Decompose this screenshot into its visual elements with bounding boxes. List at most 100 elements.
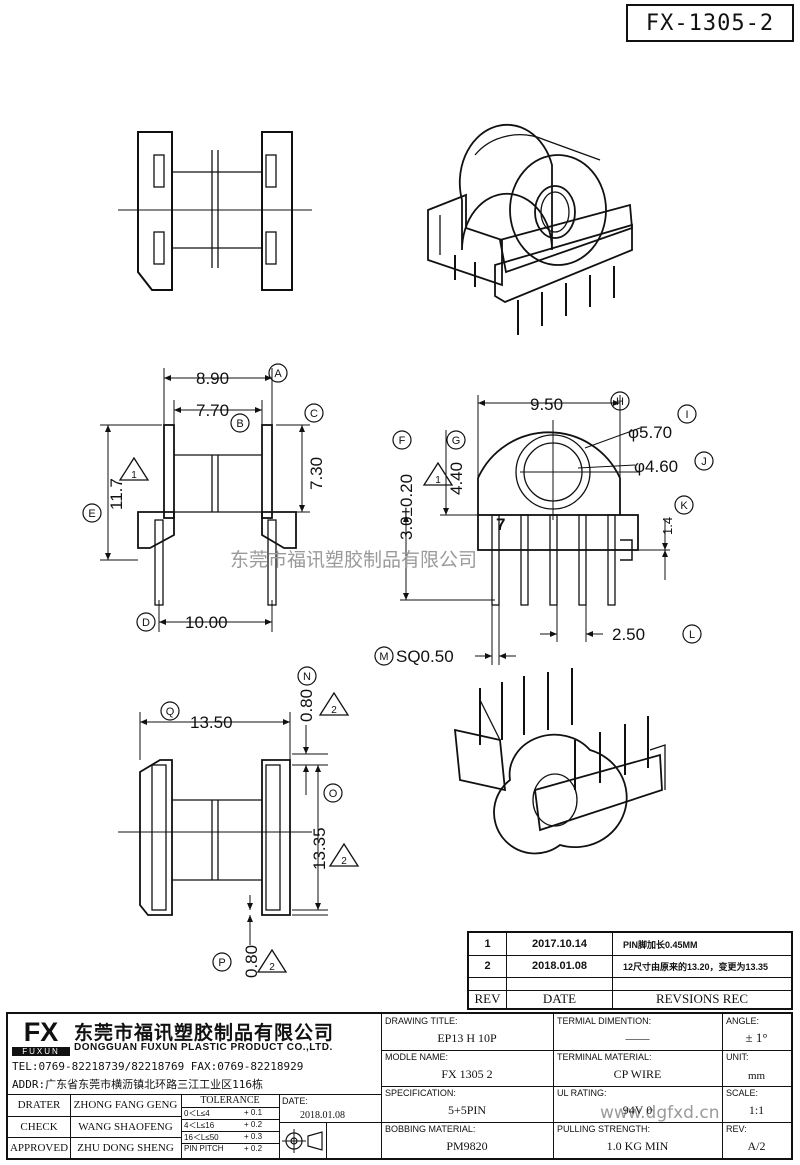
angle-value: ± 1°	[745, 1030, 768, 1045]
specification-value: 5+5PIN	[447, 1103, 487, 1117]
revision-note-1: PIN脚加长0.45MM	[623, 939, 698, 950]
drawing-title-value: EP13 H 10P	[437, 1031, 497, 1045]
drawing-number-box: FX-1305-2	[626, 4, 794, 42]
dim-i: φ5.70	[628, 423, 672, 442]
revision-row-blank	[469, 977, 791, 991]
tolerance-title: TOLERANCE	[200, 1095, 260, 1106]
title-block: FX FUXUN 东莞市福讯塑胶制品有限公司 DONGGUAN FUXUN PL…	[6, 1012, 793, 1160]
rev-triangle-1-front	[118, 456, 150, 481]
dim-k: 1.4	[660, 517, 675, 535]
field-terminal-dimention: TERMIAL DIMENTION: ——	[553, 1014, 722, 1050]
specification-caption: SPECIFICATION:	[385, 1088, 456, 1098]
side-view	[400, 395, 670, 665]
model-name-caption: MODLE NAME:	[385, 1052, 449, 1062]
revision-header-date: DATE	[507, 990, 613, 1008]
angle-caption: ANGLE:	[726, 1016, 760, 1026]
field-specification: SPECIFICATION: 5+5PIN	[381, 1086, 553, 1122]
model-name-value: FX 1305 2	[441, 1067, 493, 1081]
terminal-dimention-value: ——	[625, 1031, 650, 1045]
signoff-role-check: CHECK	[20, 1120, 58, 1133]
callout-c: C	[310, 408, 318, 420]
callout-n: N	[303, 671, 311, 683]
callout-b: B	[236, 418, 243, 430]
callout-d: D	[142, 617, 150, 629]
dim-o: 13.35	[310, 827, 329, 870]
revision-row-1: 1 2017.10.14 PIN脚加长0.45MM	[469, 933, 791, 956]
callout-circles	[82, 363, 714, 972]
unit-value: mm	[747, 1070, 766, 1082]
rev-caption: REV:	[726, 1124, 747, 1134]
revision-note-2: 12尺寸由原来的13.20，变更为13.35	[623, 961, 769, 972]
bottom-view	[118, 712, 328, 945]
field-model-name: MODLE NAME: FX 1305 2	[381, 1050, 553, 1086]
field-terminal-material: TERMINAL MATERIAL: CP WIRE	[553, 1050, 722, 1086]
rev-triangle-2-n	[318, 691, 350, 716]
iso-view-top	[427, 123, 633, 335]
dim-d: 10.00	[185, 613, 228, 632]
callout-j: J	[701, 456, 707, 468]
iso-view-bottom	[453, 668, 666, 855]
logo-sub: FUXUN	[12, 1047, 70, 1056]
dim-c: 7.30	[307, 457, 326, 490]
field-angle: ANGLE: ± 1°	[722, 1014, 791, 1050]
scale-caption: SCALE:	[726, 1088, 759, 1098]
callout-e: E	[88, 508, 95, 520]
revision-header-row: REV DATE REVSIONS REC	[469, 990, 791, 1008]
terminal-material-caption: TERMINAL MATERIAL:	[557, 1052, 652, 1062]
signoff-name-check: WANG SHAOFENG	[78, 1120, 173, 1133]
projection-symbol-icon	[282, 1129, 323, 1153]
tolerance-range-1: 0＜L≤4	[184, 1109, 210, 1118]
company-name-cn: 东莞市福讯塑胶制品有限公司	[74, 1022, 335, 1044]
signoff-role-approved: APPROVED	[9, 1141, 69, 1154]
rev-triangle-1-side	[422, 461, 454, 486]
field-unit: UNIT: mm	[722, 1050, 791, 1086]
callout-i: I	[685, 409, 688, 421]
bobbin-material-caption: BOBBING MATERIAL:	[385, 1124, 476, 1134]
drawing-number: FX-1305-2	[645, 10, 775, 36]
tolerance-range-2: 4＜L≤16	[184, 1121, 215, 1130]
pulling-strength-value: 1.0 KG MIN	[606, 1139, 669, 1153]
callout-o: O	[329, 788, 338, 800]
rev-mark-1b: 1	[435, 475, 441, 486]
ul-rating-value: 94V 0	[622, 1103, 653, 1117]
tolerance-value-1: + 0.1	[244, 1108, 263, 1117]
pin-number-label: 7	[496, 515, 505, 534]
tolerance-range-3: 16＜L≤50	[184, 1133, 219, 1142]
scale-value: 1:1	[748, 1103, 765, 1117]
callout-p: P	[218, 957, 225, 969]
dim-p: 0.80	[242, 945, 261, 978]
dim-a: 8.90	[196, 369, 229, 388]
company-tel: TEL:0769-82218739/82218769 FAX:0769-8221…	[12, 1060, 304, 1073]
terminal-material-value: CP WIRE	[613, 1067, 662, 1081]
callout-h: H	[616, 396, 624, 408]
watermark-company: 东莞市福讯塑胶制品有限公司	[230, 549, 477, 571]
company-logo: FX FUXUN	[12, 1018, 70, 1058]
callout-a: A	[274, 368, 282, 380]
revision-date-1: 2017.10.14	[507, 933, 613, 955]
terminal-dimention-caption: TERMIAL DIMENTION:	[557, 1016, 652, 1026]
revision-table: 1 2017.10.14 PIN脚加长0.45MM 2 2018.01.08 1…	[467, 931, 793, 1010]
revision-rev-1: 1	[469, 933, 507, 955]
dim-f: 3.0±0.20	[397, 474, 416, 540]
dim-h: 9.50	[530, 395, 563, 414]
tolerance-range-4: PIN PITCH	[184, 1144, 224, 1153]
field-pulling-strength: PULLING STRENGTH: 1.0 KG MIN	[553, 1122, 722, 1158]
date-value: 2018.01.08	[300, 1110, 345, 1121]
field-ul-rating: UL RATING: 94V 0	[553, 1086, 722, 1122]
company-addr: ADDR:广东省东莞市横沥镇北环路三江工业区116栋	[12, 1078, 263, 1091]
dim-j: φ4.60	[634, 457, 678, 476]
bobbin-material-value: PM9820	[446, 1139, 488, 1153]
dim-g: 4.40	[447, 462, 466, 495]
revision-row-2: 2 2018.01.08 12尺寸由原来的13.20，变更为13.35	[469, 955, 791, 978]
field-drawing-title: DRAWING TITLE: EP13 H 10P	[381, 1014, 553, 1050]
ul-rating-caption: UL RATING:	[557, 1088, 607, 1098]
callout-g: G	[452, 435, 461, 447]
logo-mark: FX	[23, 1017, 59, 1047]
rev-mark-1a: 1	[131, 470, 137, 481]
tolerance-value-2: + 0.2	[244, 1120, 263, 1129]
callout-f: F	[399, 435, 406, 447]
top-view	[118, 131, 312, 291]
revision-header-note: REVSIONS REC	[655, 991, 749, 1006]
signoff-role-drater: DRATER	[17, 1099, 61, 1111]
